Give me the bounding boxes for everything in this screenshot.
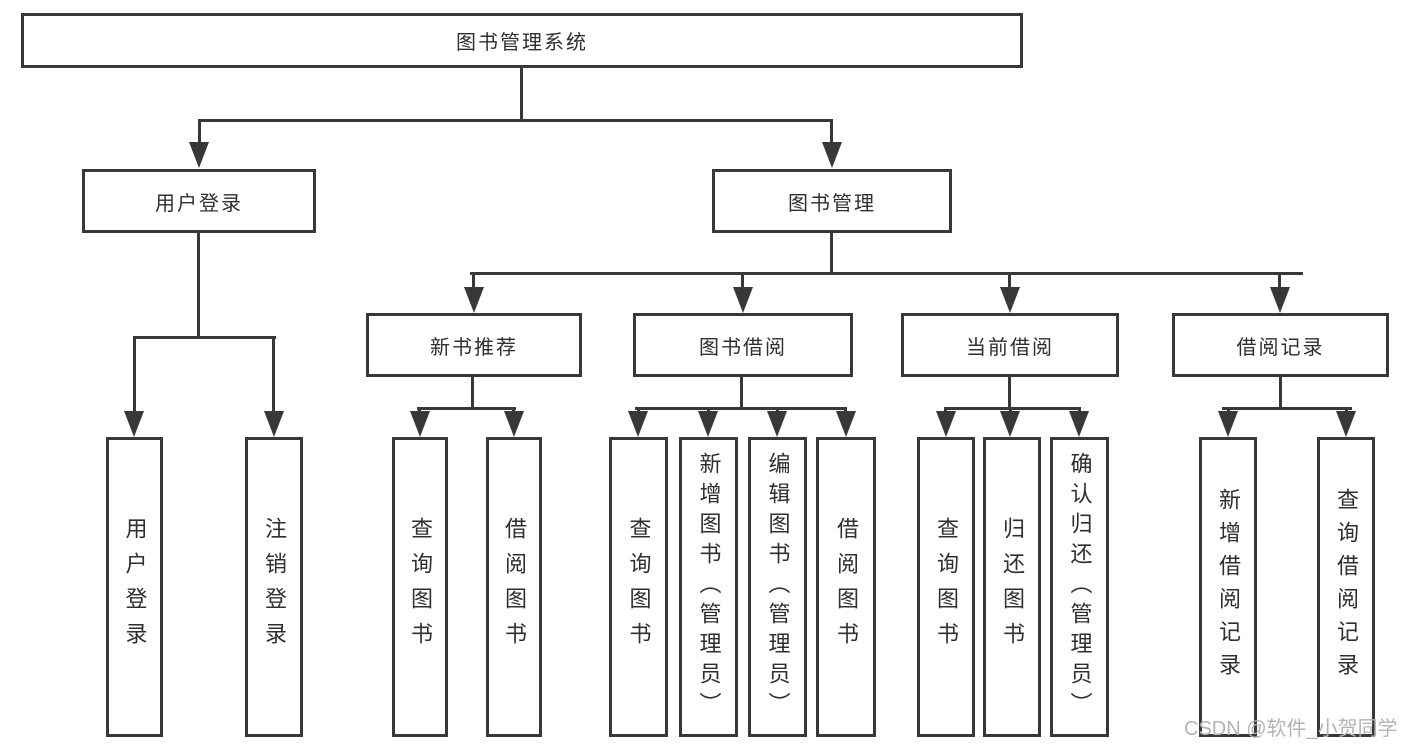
leaf-query-books-borrow: 查询图书 bbox=[609, 437, 668, 737]
connector-groupA-drop-2 bbox=[272, 336, 275, 412]
arrow-down-icon bbox=[1218, 411, 1238, 437]
leaf-add-borrow-record: 新增借阅记录 bbox=[1199, 437, 1257, 737]
connector-groupD-horizontal bbox=[944, 407, 1081, 410]
leaf-query-borrow-record: 查询借阅记录 bbox=[1317, 437, 1375, 737]
leaf-logout: 注销登录 bbox=[245, 437, 303, 737]
node-current-borrow: 当前借阅 bbox=[901, 313, 1119, 377]
arrow-down-icon bbox=[189, 142, 209, 168]
leaf-borrow-books-borrow: 借阅图书 bbox=[816, 437, 876, 737]
connector-groupA-horizontal bbox=[133, 336, 276, 339]
vertical-label: 借阅图书 bbox=[502, 517, 527, 657]
arrow-down-icon bbox=[1270, 287, 1290, 313]
leaf-confirm-return-admin: 确认归还（管理员） bbox=[1050, 437, 1109, 737]
arrow-down-icon bbox=[264, 411, 284, 437]
connector-book-mgmt-drop bbox=[830, 119, 833, 143]
node-root: 图书管理系统 bbox=[21, 13, 1023, 68]
leaf-query-books-recommend: 查询图书 bbox=[392, 437, 448, 737]
arrow-down-icon bbox=[1000, 411, 1020, 437]
connector-book-mgmt-stem bbox=[830, 233, 833, 274]
arrow-down-icon bbox=[1336, 411, 1356, 437]
node-book-management: 图书管理 bbox=[712, 169, 952, 233]
connector-current-borrow-stem bbox=[1008, 377, 1011, 408]
connector-groupD-drop-1 bbox=[944, 407, 947, 413]
connector-level3-drop-3 bbox=[1008, 272, 1011, 288]
leaf-add-book-admin: 新增图书（管理员） bbox=[679, 437, 738, 737]
node-new-book-recommend: 新书推荐 bbox=[366, 313, 582, 377]
vertical-label: 查询图书 bbox=[626, 517, 652, 657]
connector-groupD-drop-3 bbox=[1078, 407, 1081, 413]
arrow-down-icon bbox=[1000, 287, 1020, 313]
leaf-query-books-current: 查询图书 bbox=[917, 437, 975, 737]
arrow-down-icon bbox=[698, 411, 718, 437]
vertical-label: 注销登录 bbox=[262, 517, 287, 657]
arrow-down-icon bbox=[464, 287, 484, 313]
connector-borrow-records-stem bbox=[1279, 377, 1282, 408]
leaf-borrow-books-recommend: 借阅图书 bbox=[486, 437, 542, 737]
connector-groupC-drop-3 bbox=[776, 407, 779, 413]
node-user-login: 用户登录 bbox=[82, 169, 316, 233]
connector-groupC-drop-4 bbox=[844, 407, 847, 413]
leaf-edit-book-admin: 编辑图书（管理员） bbox=[748, 437, 807, 737]
arrow-down-icon bbox=[628, 411, 648, 437]
arrow-down-icon bbox=[410, 411, 430, 437]
watermark: CSDN @软件_小贺同学 bbox=[1184, 718, 1398, 740]
vertical-label: 查询图书 bbox=[934, 517, 959, 657]
arrow-down-icon bbox=[504, 411, 524, 437]
connector-groupE-drop-2 bbox=[1345, 407, 1348, 413]
connector-groupC-horizontal bbox=[635, 407, 847, 410]
connector-groupA-drop-1 bbox=[133, 336, 136, 412]
connector-groupC-drop-1 bbox=[637, 407, 640, 413]
connector-user-login-drop bbox=[198, 119, 201, 143]
vertical-label: 查询图书 bbox=[408, 517, 433, 657]
vertical-label: 归还图书 bbox=[1000, 517, 1025, 657]
connector-level3-horizontal bbox=[470, 272, 1303, 275]
connector-groupB-drop-1 bbox=[418, 407, 421, 413]
node-book-borrow: 图书借阅 bbox=[633, 313, 853, 377]
connector-groupE-horizontal bbox=[1222, 407, 1352, 410]
vertical-label: 用户登录 bbox=[122, 517, 148, 657]
node-borrow-records: 借阅记录 bbox=[1172, 313, 1389, 377]
arrow-down-icon bbox=[822, 142, 842, 168]
vertical-label: 新增图书（管理员） bbox=[696, 452, 722, 722]
connector-user-login-stem bbox=[197, 233, 200, 339]
vertical-label: 新增借阅记录 bbox=[1216, 488, 1241, 686]
arrow-down-icon bbox=[733, 287, 753, 313]
vertical-label: 确认归还（管理员） bbox=[1067, 452, 1093, 722]
connector-groupC-drop-2 bbox=[707, 407, 710, 413]
leaf-user-login: 用户登录 bbox=[106, 437, 163, 737]
connector-new-rec-stem bbox=[471, 377, 474, 408]
connector-level3-drop-1 bbox=[472, 272, 475, 288]
connector-level3-drop-4 bbox=[1278, 272, 1281, 288]
vertical-label: 查询借阅记录 bbox=[1334, 488, 1359, 686]
connector-groupB-horizontal bbox=[417, 407, 516, 410]
connector-level2-horizontal bbox=[198, 119, 833, 122]
connector-groupD-drop-2 bbox=[1009, 407, 1012, 413]
arrow-down-icon bbox=[124, 411, 144, 437]
connector-groupE-drop-1 bbox=[1227, 407, 1230, 413]
connector-root-stem bbox=[520, 68, 523, 122]
arrow-down-icon bbox=[1069, 411, 1089, 437]
vertical-label: 借阅图书 bbox=[834, 517, 859, 657]
connector-groupB-drop-2 bbox=[512, 407, 515, 413]
arrow-down-icon bbox=[936, 411, 956, 437]
vertical-label: 编辑图书（管理员） bbox=[765, 452, 791, 722]
arrow-down-icon bbox=[767, 411, 787, 437]
connector-level3-drop-2 bbox=[741, 272, 744, 288]
arrow-down-icon bbox=[836, 411, 856, 437]
leaf-return-book: 归还图书 bbox=[983, 437, 1041, 737]
connector-book-borrow-stem bbox=[740, 377, 743, 408]
